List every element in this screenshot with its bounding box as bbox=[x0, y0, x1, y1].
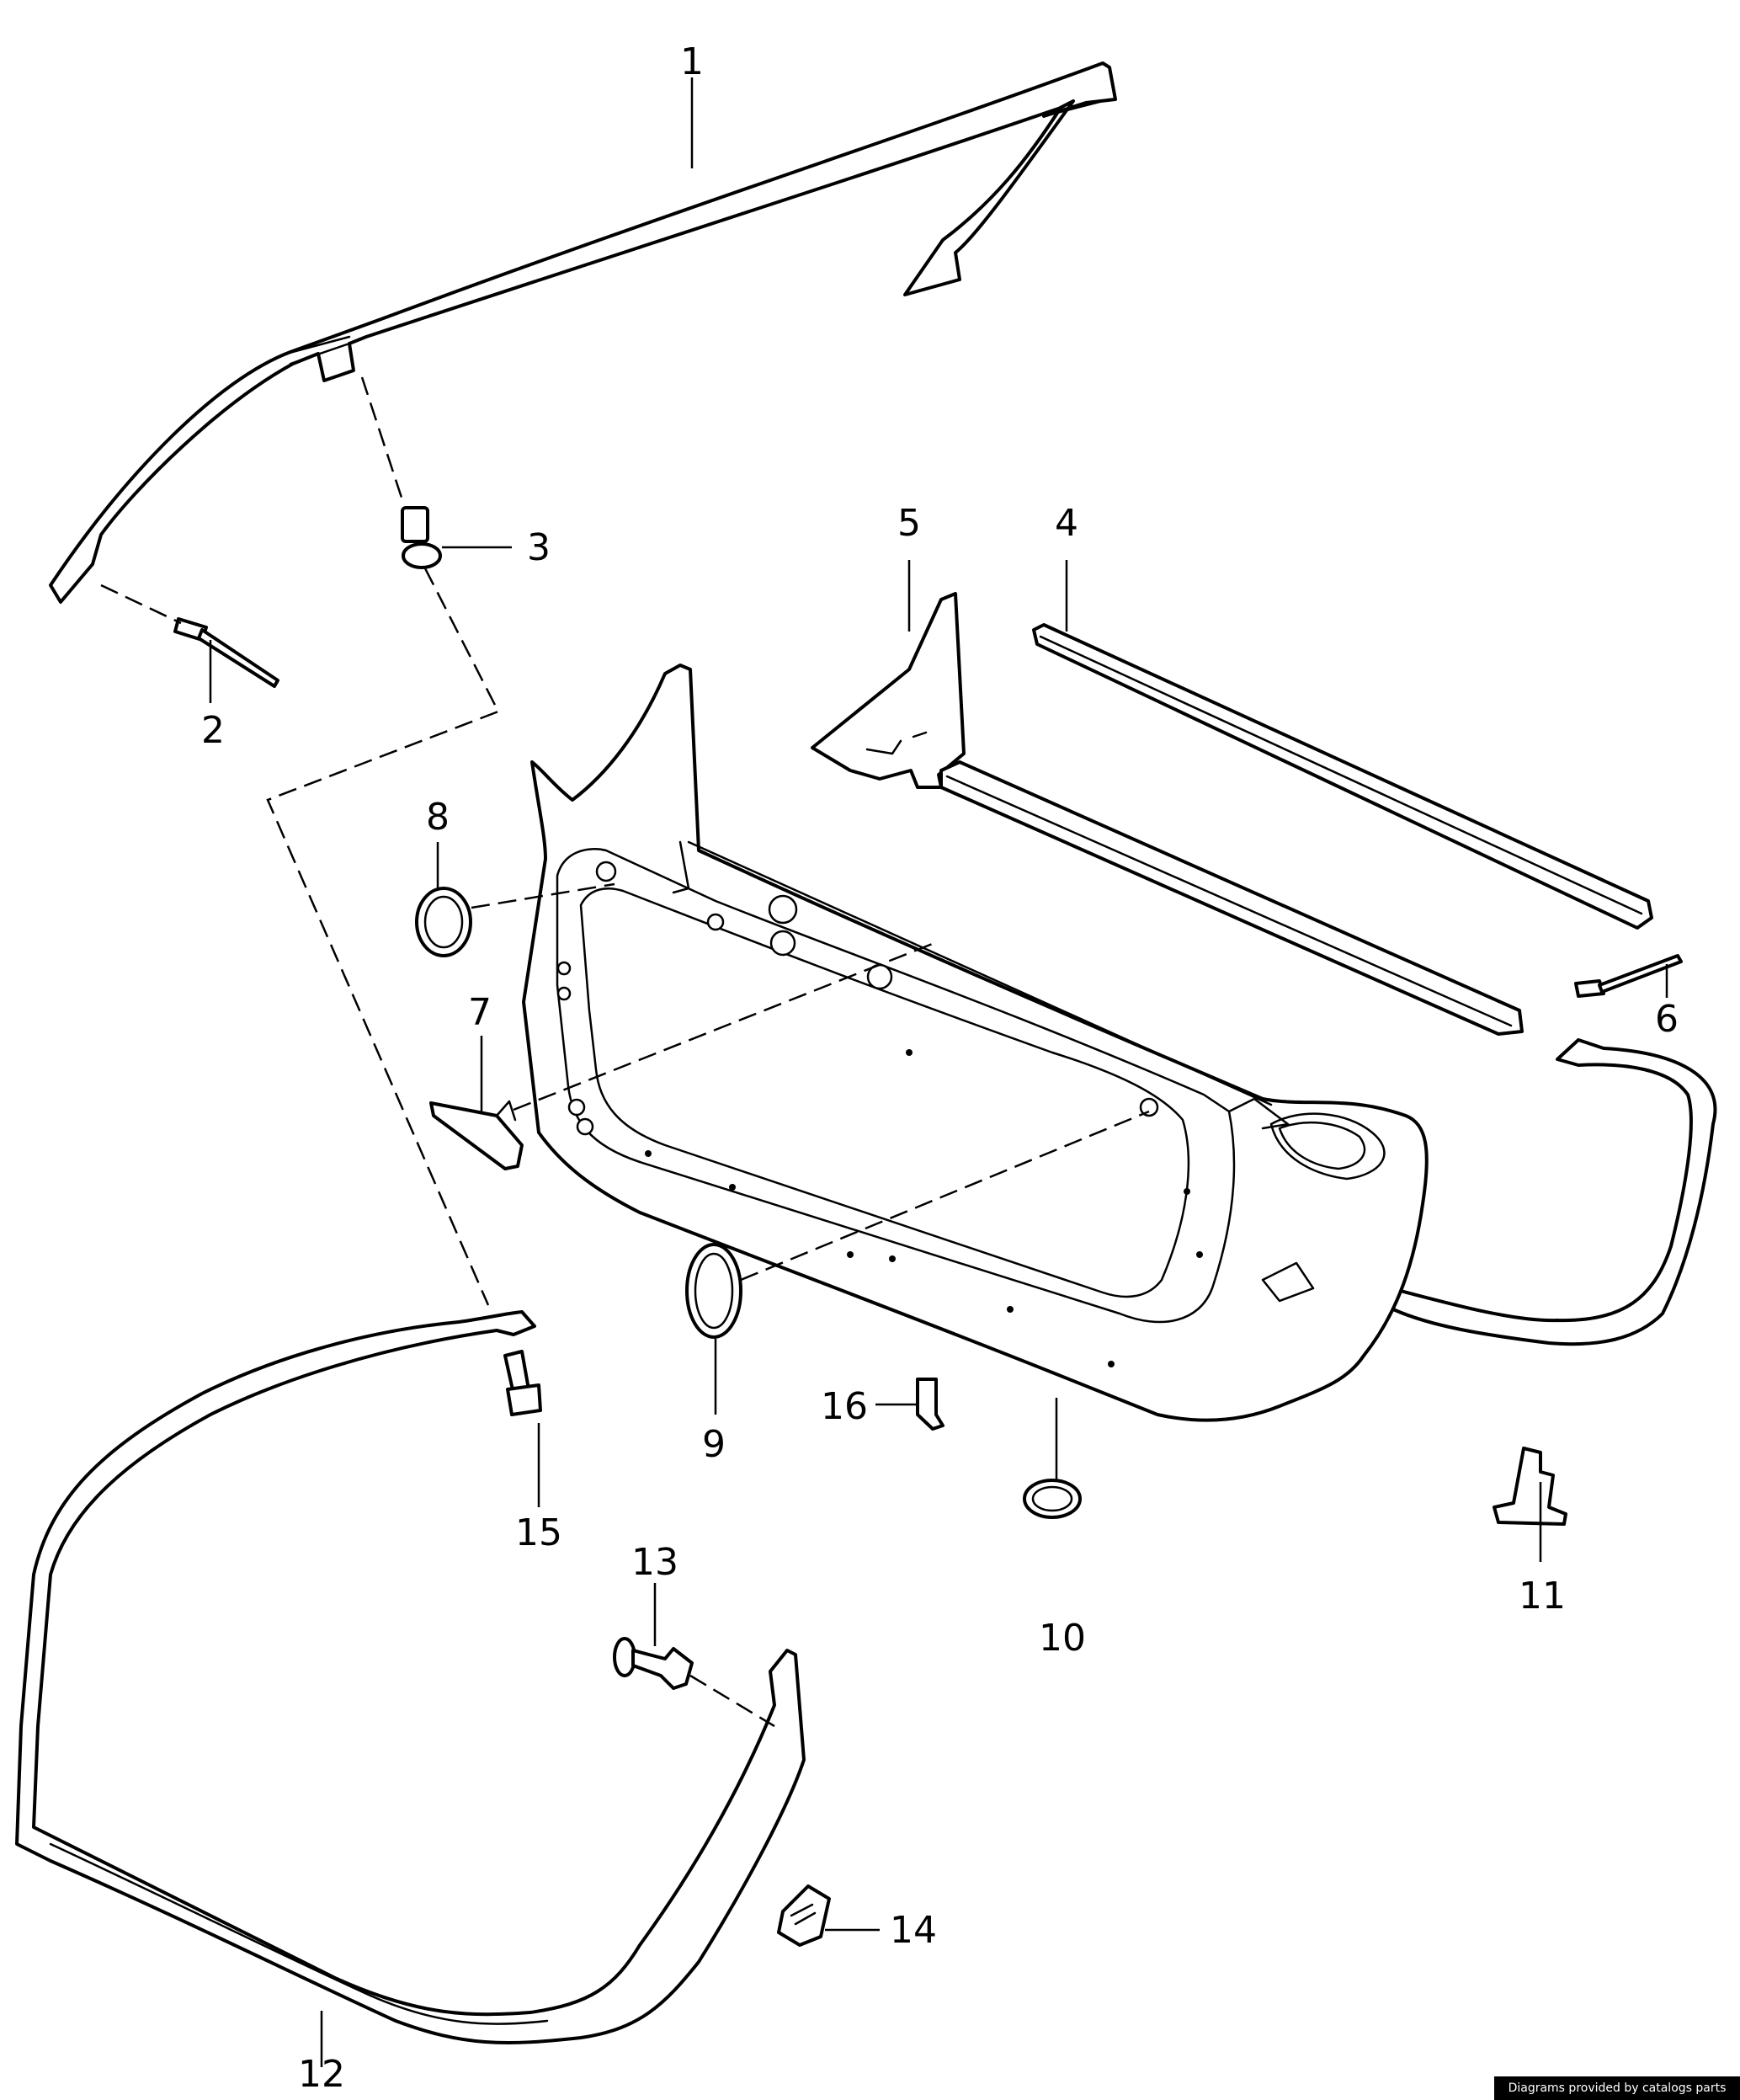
assembly-line-8-to-panel bbox=[471, 882, 615, 909]
part-12-door-seal[interactable] bbox=[15, 1310, 806, 2044]
callout-9: 9 bbox=[702, 1423, 726, 1466]
assembly-line-1-to-2 bbox=[100, 584, 182, 625]
callout-12: 12 bbox=[298, 2053, 345, 2096]
callout-14: 14 bbox=[890, 1909, 937, 1952]
part-3-sleeve-nut[interactable] bbox=[401, 506, 442, 569]
door-inner-panel bbox=[522, 664, 1429, 1422]
callout-11: 11 bbox=[1519, 1575, 1566, 1618]
callout-13: 13 bbox=[631, 1541, 678, 1584]
callout-4: 4 bbox=[1055, 502, 1078, 545]
part-13-push-clip[interactable] bbox=[613, 1637, 694, 1690]
part-9-oval-plug[interactable] bbox=[685, 1243, 742, 1339]
part-15-bolt[interactable] bbox=[503, 1350, 542, 1416]
part-2-rivet[interactable] bbox=[173, 617, 279, 688]
callout-5: 5 bbox=[897, 502, 921, 545]
part-8-plug[interactable] bbox=[415, 887, 472, 957]
assembly-line-7-to-panel bbox=[513, 941, 935, 1111]
assembly-line-13-to-12 bbox=[689, 1674, 775, 1728]
rear-door-seal bbox=[1379, 1038, 1717, 1346]
callout-1: 1 bbox=[680, 40, 704, 83]
callout-8: 8 bbox=[426, 796, 450, 839]
callout-16: 16 bbox=[821, 1385, 868, 1428]
credit-footer: Diagrams provided by catalogs parts bbox=[1494, 2076, 1740, 2100]
part-6-rivet[interactable] bbox=[1574, 954, 1683, 998]
assembly-line-3-to-15 bbox=[266, 568, 500, 1306]
part-5-corner-trim[interactable] bbox=[811, 592, 966, 789]
assembly-line-9-to-panel bbox=[740, 1110, 1150, 1282]
callout-2: 2 bbox=[201, 709, 225, 752]
callout-10: 10 bbox=[1039, 1617, 1086, 1660]
part-1-window-frame-trim[interactable] bbox=[49, 61, 1117, 604]
part-4-outer-window-seal[interactable] bbox=[1032, 623, 1653, 930]
part-14-clip[interactable] bbox=[777, 1884, 831, 1947]
callout-3: 3 bbox=[527, 526, 551, 569]
callout-15: 15 bbox=[515, 1511, 562, 1554]
assembly-line-1-to-3 bbox=[360, 376, 406, 506]
callout-6: 6 bbox=[1655, 998, 1679, 1041]
part-7-bracket[interactable] bbox=[429, 1100, 524, 1170]
inner-sill-strip bbox=[939, 760, 1524, 1036]
part-10-oval-plug[interactable] bbox=[1023, 1479, 1082, 1519]
part-11-stud[interactable] bbox=[1493, 1447, 1567, 1526]
callout-7: 7 bbox=[468, 991, 492, 1034]
part-16-clip[interactable] bbox=[916, 1378, 944, 1431]
